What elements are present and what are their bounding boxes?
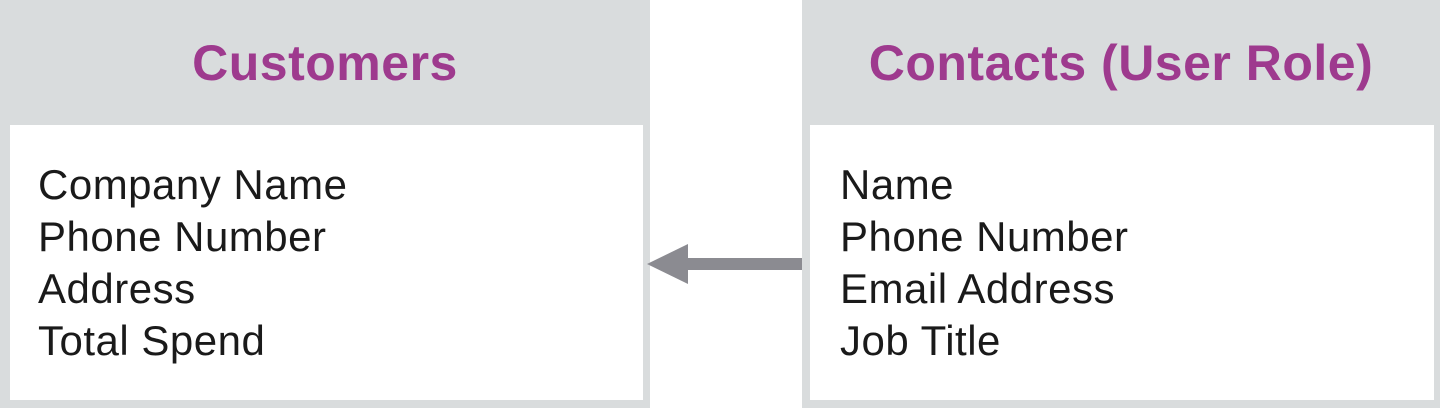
entity-header-customers: Customers — [0, 0, 650, 125]
field-item: Phone Number — [840, 213, 1129, 260]
field-item: Company Name — [38, 161, 348, 208]
entity-body-contacts: Name Phone Number Email Address Job Titl… — [810, 125, 1434, 400]
field-item: Email Address — [840, 265, 1115, 312]
entity-body-customers: Company Name Phone Number Address Total … — [10, 125, 643, 400]
field-list-customers: Company Name Phone Number Address Total … — [10, 125, 643, 367]
entity-title-customers: Customers — [192, 34, 458, 91]
field-item: Total Spend — [38, 317, 266, 364]
field-item: Phone Number — [38, 213, 327, 260]
entity-header-contacts: Contacts (User Role) — [802, 0, 1440, 125]
field-list-contacts: Name Phone Number Email Address Job Titl… — [810, 125, 1434, 367]
field-item: Address — [38, 265, 196, 312]
field-item: Job Title — [840, 317, 1001, 364]
entity-box-contacts: Contacts (User Role) Name Phone Number E… — [802, 0, 1440, 408]
relationship-arrow-left-icon — [647, 244, 806, 284]
entity-title-contacts: Contacts (User Role) — [868, 34, 1374, 91]
field-item: Name — [840, 161, 955, 208]
entity-box-customers: Customers Company Name Phone Number Addr… — [0, 0, 650, 408]
